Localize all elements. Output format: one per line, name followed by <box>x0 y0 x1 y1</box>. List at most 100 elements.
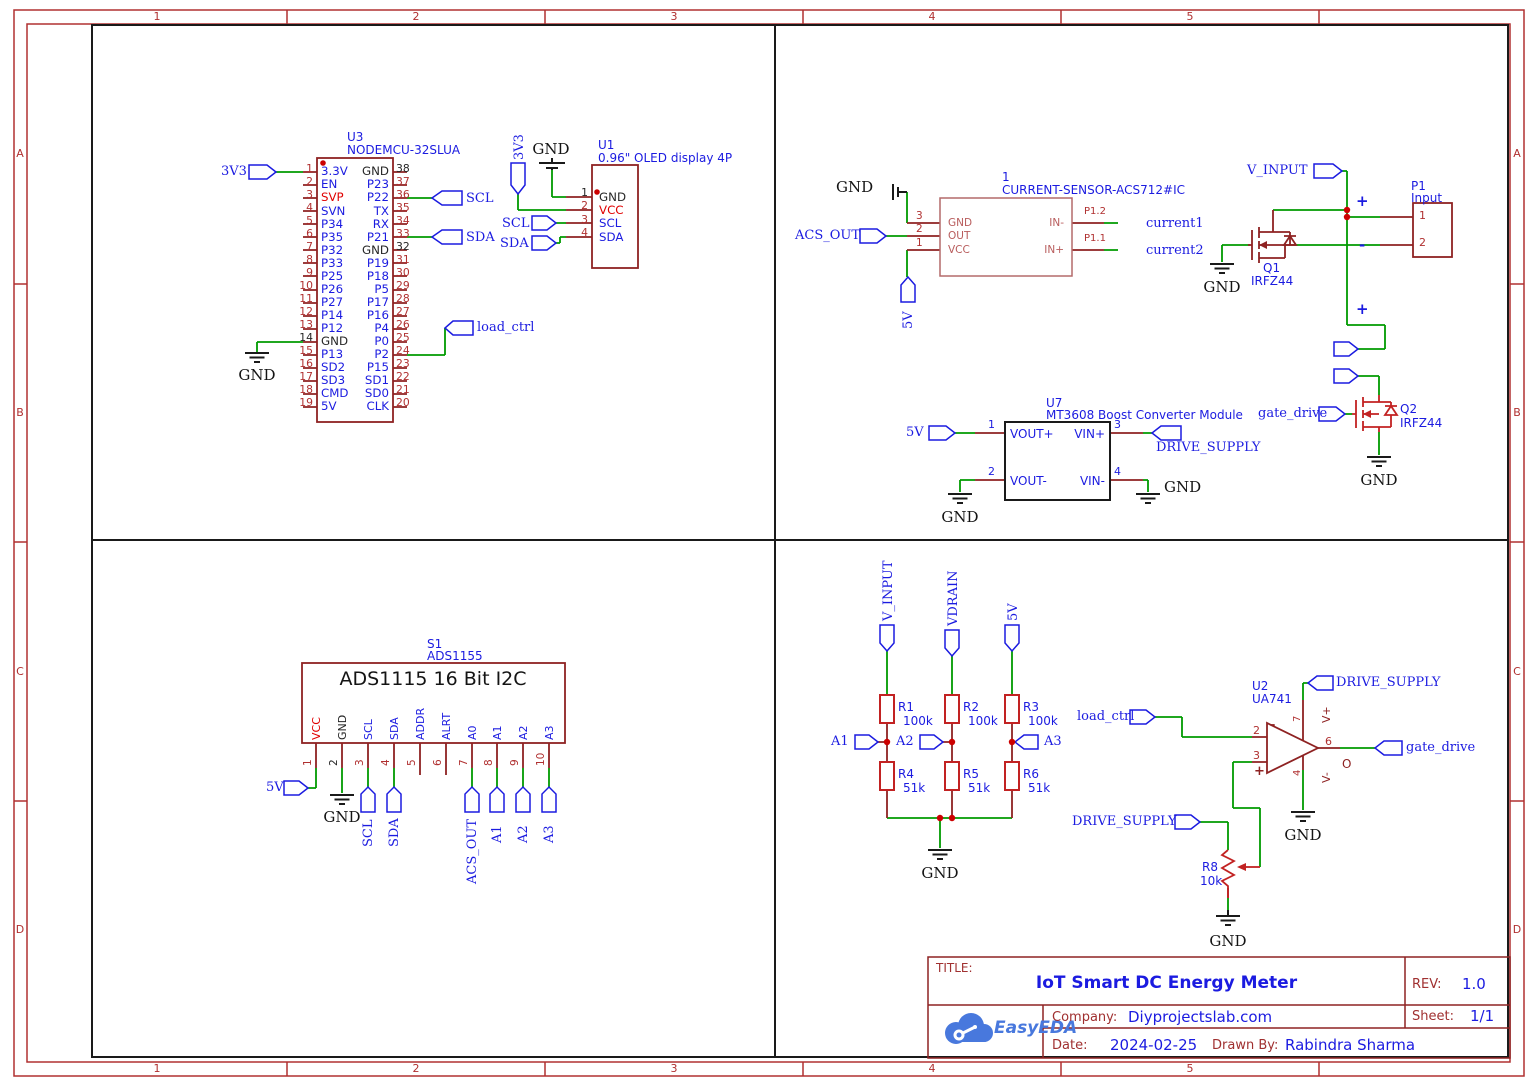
net-flag-load-ctrl-u2-label[interactable]: load_ctrl <box>1077 709 1135 724</box>
net-flags[interactable] <box>248 162 1403 830</box>
net-flag-5v-ads-label[interactable]: 5V <box>266 780 284 795</box>
sensor-part[interactable]: CURRENT-SENSOR-ACS712#IC <box>1002 183 1185 197</box>
net-flag-3v3-vertical-label[interactable]: 3V3 <box>512 134 527 160</box>
net-flag-sda-label[interactable]: SDA <box>466 230 495 245</box>
net-flag-gate-drive-out-label[interactable]: gate_drive <box>1406 740 1476 755</box>
net-flag-current1-label[interactable]: current1 <box>1146 216 1204 231</box>
u1-ref[interactable]: U1 <box>598 138 615 152</box>
q1-ref[interactable]: Q1 <box>1263 261 1281 275</box>
r1-ref[interactable]: R1 <box>898 700 914 714</box>
current-sensor-body[interactable] <box>939 197 1073 277</box>
pin-stubs[interactable] <box>303 171 1413 898</box>
q2-ref[interactable]: Q2 <box>1400 402 1418 416</box>
gnd-label-u7-vin[interactable]: GND <box>1164 478 1202 496</box>
sensor-ref[interactable]: 1 <box>1002 170 1010 184</box>
net-flag-drive-supply-r8-label[interactable]: DRIVE_SUPPLY <box>1072 814 1177 829</box>
r1-val[interactable]: 100k <box>903 714 933 728</box>
gnd-label-divider[interactable]: GND <box>921 864 959 882</box>
net-flag-5v-sensor-label[interactable]: 5V <box>901 311 916 329</box>
net-flag-acs-out-label[interactable]: ACS_OUT <box>795 228 861 243</box>
net-flag-v-input-div-label[interactable]: V_INPUT <box>881 560 896 621</box>
q2-part[interactable]: IRFZ44 <box>1400 416 1443 430</box>
r5-val[interactable]: 51k <box>968 781 991 795</box>
p1-part[interactable]: Input <box>1411 191 1443 205</box>
p1-pin1-number: 1 <box>1419 209 1426 222</box>
date-value: 2024-02-25 <box>1110 1036 1198 1054</box>
net-flag-5v-u7-label[interactable]: 5V <box>906 425 924 440</box>
net-flag-a2-label[interactable]: A2 <box>896 734 914 749</box>
net-flag-current2-label[interactable]: current2 <box>1146 243 1204 258</box>
gnd-label-u2[interactable]: GND <box>1284 826 1322 844</box>
gnd-label-ads[interactable]: GND <box>323 808 361 826</box>
net-flag-drive-supply-u7-label[interactable]: DRIVE_SUPPLY <box>1156 440 1261 455</box>
r2-val[interactable]: 100k <box>968 714 998 728</box>
gnd-label-q1[interactable]: GND <box>1203 278 1241 296</box>
r6-val[interactable]: 51k <box>1028 781 1051 795</box>
r3-ref[interactable]: R3 <box>1023 700 1039 714</box>
r3-val[interactable]: 100k <box>1028 714 1058 728</box>
s1-ref[interactable]: S1 <box>427 637 443 651</box>
resistor-bodies[interactable] <box>879 694 1020 791</box>
s1-ads1115-body[interactable] <box>301 662 566 744</box>
gnd-label-u3[interactable]: GND <box>238 366 276 384</box>
p1-ref[interactable]: P1 <box>1411 179 1426 193</box>
net-flag-gate-drive-in-label[interactable]: gate_drive <box>1258 406 1328 421</box>
sensor-pin-gnd: GND <box>948 217 973 229</box>
p1-pin2-number: 2 <box>1419 236 1426 249</box>
r5-ref[interactable]: R5 <box>963 767 979 781</box>
u2-ref[interactable]: U2 <box>1252 679 1269 693</box>
net-flag-vdrain-label[interactable]: VDRAIN <box>946 570 961 627</box>
u3-ref[interactable]: U3 <box>347 130 364 144</box>
u1-part[interactable]: 0.96" OLED display 4P <box>598 151 733 165</box>
u3-nodemcu-body[interactable] <box>316 157 394 423</box>
net-flag-scl-label[interactable]: SCL <box>466 191 494 206</box>
r4-ref[interactable]: R4 <box>898 767 914 781</box>
r8-ref[interactable]: R8 <box>1202 860 1218 874</box>
net-flag-3v3-label[interactable]: 3V3 <box>221 164 247 179</box>
u7-part[interactable]: MT3608 Boost Converter Module <box>1046 408 1243 422</box>
gnd-label-q2[interactable]: GND <box>1360 471 1398 489</box>
r8-potentiometer[interactable] <box>1220 849 1260 898</box>
gnd-label-u1[interactable]: GND <box>532 140 570 158</box>
u2-part[interactable]: UA741 <box>1252 692 1292 706</box>
net-flag-a1-ads-label[interactable]: A1 <box>490 825 505 843</box>
q1-part[interactable]: IRFZ44 <box>1251 274 1294 288</box>
gnd-label-sensor[interactable]: GND <box>836 178 874 196</box>
net-flag-scl-ads-label[interactable]: SCL <box>361 819 376 848</box>
u7-ref[interactable]: U7 <box>1046 396 1063 410</box>
net-flag-a3-label[interactable]: A3 <box>1044 734 1062 749</box>
r6-ref[interactable]: R6 <box>1023 767 1039 781</box>
u7-num2: 2 <box>988 465 995 478</box>
u2-vplus-label: V+ <box>1320 706 1333 723</box>
net-flag-a1-label[interactable]: A1 <box>831 734 849 749</box>
net-flag-a2-ads-label[interactable]: A2 <box>516 825 531 843</box>
gnd-label-u7-vout[interactable]: GND <box>941 508 979 526</box>
q2-mosfet[interactable] <box>1352 395 1399 432</box>
net-flag-drive-supply-u2-label[interactable]: DRIVE_SUPPLY <box>1336 675 1441 690</box>
u3-part[interactable]: NODEMCU-32SLUA <box>347 143 461 157</box>
net-flag-acs-out-ads-label[interactable]: ACS_OUT <box>465 818 480 884</box>
net-flag-5v-div-label[interactable]: 5V <box>1006 603 1021 621</box>
net-flag-scl-oled-label[interactable]: SCL <box>502 216 530 231</box>
u7-boost-module-body[interactable] <box>1004 421 1111 501</box>
u2-opamp-body[interactable] <box>1266 721 1321 775</box>
s1-part[interactable]: ADS1155 <box>427 649 483 663</box>
p1-connector-body[interactable] <box>1412 202 1453 258</box>
net-flag-load-ctrl-label[interactable]: load_ctrl <box>477 320 535 335</box>
u1-oled-body[interactable] <box>591 164 639 269</box>
ground-symbols[interactable] <box>245 158 1391 926</box>
r4-val[interactable]: 51k <box>903 781 926 795</box>
r2-ref[interactable]: R2 <box>963 700 979 714</box>
net-flag-sda-ads-label[interactable]: SDA <box>387 818 402 847</box>
net-flag-v-input-label[interactable]: V_INPUT <box>1247 163 1308 178</box>
sensor-pin-out: OUT <box>948 230 971 242</box>
r8-val[interactable]: 10k <box>1200 874 1223 888</box>
net-flag-sda-oled-label[interactable]: SDA <box>500 236 529 251</box>
sensor-pin-vcc: VCC <box>948 244 970 256</box>
net-flag-a3-ads-label[interactable]: A3 <box>542 825 557 843</box>
q1-mosfet[interactable] <box>1248 210 1298 263</box>
gnd-label-r8[interactable]: GND <box>1209 932 1247 950</box>
